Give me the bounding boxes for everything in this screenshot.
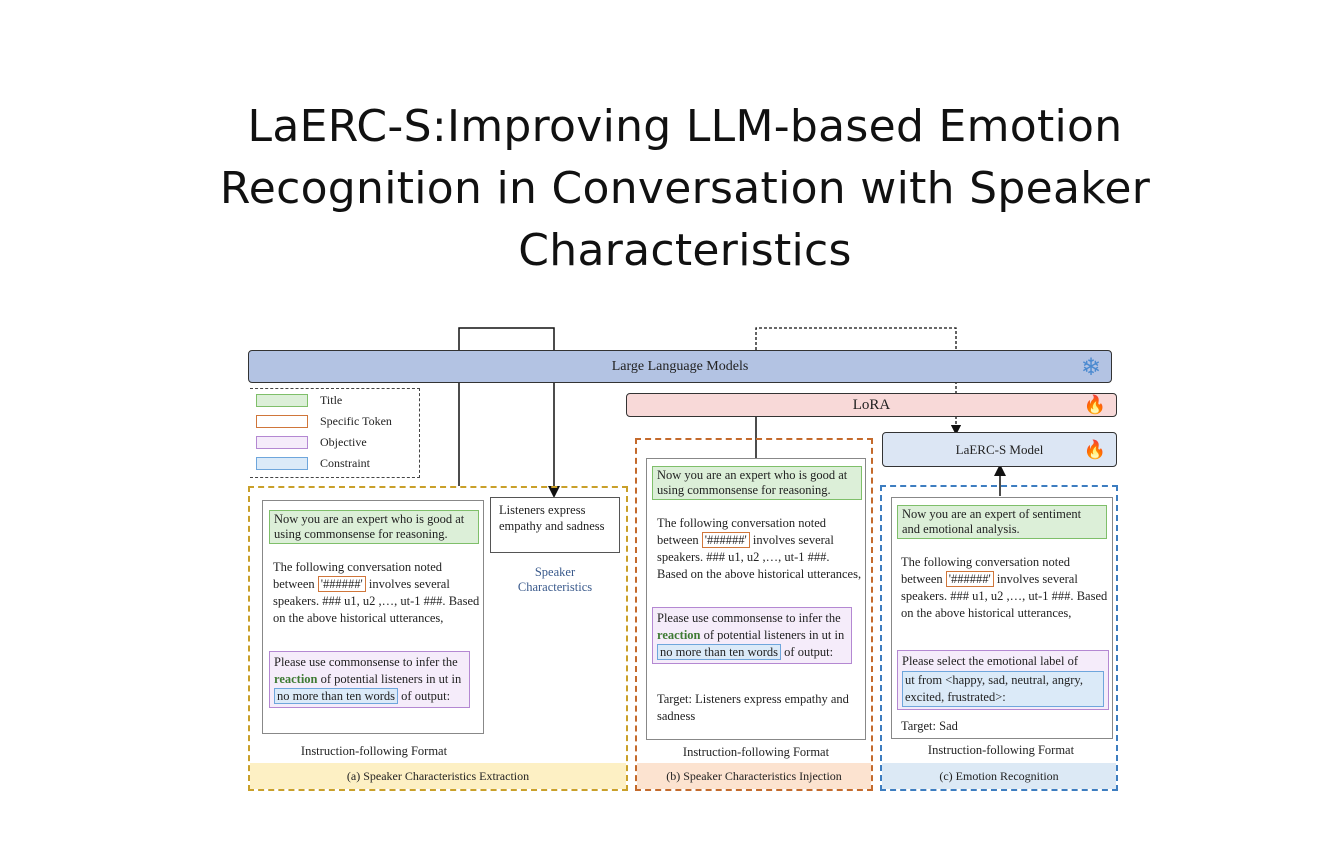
llm-to-panel-a-line <box>458 327 560 498</box>
format-label: Instruction-following Format <box>927 743 1075 757</box>
legend-item-objective: Objective <box>256 435 367 450</box>
panel-speaker-extraction: Now you are an expert who is good at usi… <box>248 486 628 791</box>
objective-box: Please use commonsense to infer the reac… <box>269 651 470 708</box>
legend-swatch <box>256 394 308 407</box>
llm-bar: Large Language Models ❄ <box>248 350 1112 383</box>
speaker-output-box: Listeners express empathy and sadness <box>490 497 620 553</box>
page-title: LaERC-S:Improving LLM-based Emotion Reco… <box>219 101 1151 276</box>
lora-bar-label: LoRA <box>852 396 891 413</box>
legend-label: Specific Token <box>320 414 392 428</box>
conversation-text: The following conversation noted between… <box>901 555 1108 620</box>
target-text: Target: Sad <box>901 719 958 733</box>
constraint-box: no more than ten words <box>274 688 399 704</box>
legend-item-token: Specific Token <box>256 414 392 429</box>
objective-box: Please select the emotional label of ut … <box>897 650 1109 710</box>
speaker-characteristics-label: Speaker Characteristics <box>517 565 593 594</box>
format-label: Instruction-following Format <box>300 744 448 758</box>
legend-label: Objective <box>320 435 367 449</box>
title-box: Now you are an expert who is good at usi… <box>652 466 862 500</box>
constraint-box: no more than ten words <box>657 644 782 660</box>
snowflake-icon: ❄ <box>1080 352 1101 381</box>
panel-speaker-injection: Now you are an expert who is good at usi… <box>635 438 873 791</box>
constraint-box: ut from <happy, sad, neutral, angry, exc… <box>902 671 1104 707</box>
legend-swatch <box>256 457 308 470</box>
legend: Title Specific Token Objective Constrain… <box>250 388 420 478</box>
lora-bar: LoRA 🔥 <box>626 393 1117 417</box>
conversation-text: The following conversation noted between… <box>273 560 480 625</box>
llm-bar-label: Large Language Models <box>611 358 749 374</box>
specific-token: '######' <box>945 571 994 587</box>
legend-swatch <box>256 415 308 428</box>
panel-caption: (c) Emotion Recognition <box>882 763 1116 789</box>
panel-emotion-recognition: Now you are an expert of sentiment and e… <box>880 485 1118 791</box>
fire-icon: 🔥 <box>1083 439 1106 460</box>
target-text: Target: Listeners express empathy and sa… <box>657 692 849 723</box>
instruction-card: Now you are an expert who is good at usi… <box>262 500 484 734</box>
legend-swatch <box>256 436 308 449</box>
legend-label: Constraint <box>320 456 370 470</box>
laerc-model-box: LaERC-S Model 🔥 <box>882 432 1117 467</box>
specific-token: '######' <box>317 576 366 592</box>
legend-item-constraint: Constraint <box>256 456 370 471</box>
specific-token: '######' <box>701 532 750 548</box>
objective-box: Please use commonsense to infer the reac… <box>652 607 852 664</box>
panel-caption: (b) Speaker Characteristics Injection <box>637 763 871 789</box>
fire-icon: 🔥 <box>1083 394 1106 416</box>
conversation-text: The following conversation noted between… <box>657 516 862 581</box>
legend-item-title: Title <box>256 393 342 408</box>
title-box: Now you are an expert who is good at usi… <box>269 510 479 544</box>
format-label: Instruction-following Format <box>682 745 830 759</box>
laerc-model-label: LaERC-S Model <box>955 441 1044 457</box>
instruction-card: Now you are an expert of sentiment and e… <box>891 497 1113 739</box>
panel-caption: (a) Speaker Characteristics Extraction <box>250 763 626 789</box>
title-box: Now you are an expert of sentiment and e… <box>897 505 1107 539</box>
instruction-card: Now you are an expert who is good at usi… <box>646 458 866 740</box>
legend-label: Title <box>320 393 343 407</box>
